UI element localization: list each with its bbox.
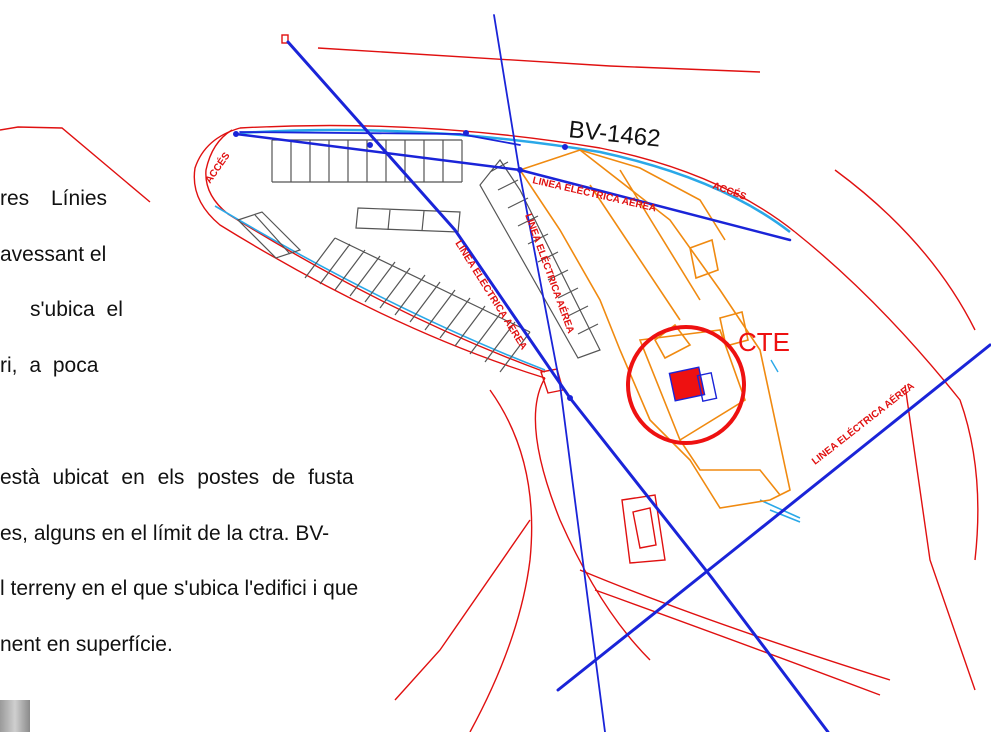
boundary-lines xyxy=(0,34,979,733)
power-lines xyxy=(233,14,991,734)
text-fragment: l terreny en el que s'ubica l'edifici i … xyxy=(0,577,359,600)
road-curve-bottom xyxy=(469,389,533,733)
road-line xyxy=(214,128,801,523)
road-label: BV-1462 xyxy=(567,116,661,152)
power-line-label: LINEA ELÉCTRICA AÉREA xyxy=(531,173,657,214)
text-fragment: es, alguns en el límit de la ctra. BV- xyxy=(0,522,330,545)
text-fragment: s'ubica el xyxy=(30,298,123,321)
access-label: ACCÉS xyxy=(711,179,749,203)
building-annex xyxy=(689,238,719,280)
power-line-vertical xyxy=(493,14,606,733)
text-fragment: avessant el xyxy=(0,243,107,266)
power-line-road xyxy=(239,131,521,146)
top-parking-row xyxy=(271,139,463,183)
road-curve-lower xyxy=(534,377,651,661)
parking-stalls xyxy=(236,139,601,373)
building-core xyxy=(638,329,746,442)
cte-label: CTE xyxy=(738,327,790,357)
lower-road-2 xyxy=(594,589,881,696)
building-outer xyxy=(518,149,791,509)
image-fragment xyxy=(0,700,30,732)
building-lower xyxy=(679,439,781,496)
building-small-room xyxy=(719,311,749,347)
power-line-top-right xyxy=(518,168,792,242)
top-post-marker xyxy=(281,34,289,44)
power-line-sw-ne xyxy=(556,343,991,692)
small-booth xyxy=(632,507,657,549)
right-arc-1 xyxy=(834,169,976,331)
text-fragment: res Línies xyxy=(0,187,108,210)
left-parking-block xyxy=(236,211,302,259)
lower-road-1 xyxy=(579,569,891,681)
power-line-top xyxy=(234,132,522,172)
diagonal-parking-row xyxy=(304,237,531,373)
right-vertical xyxy=(904,384,976,691)
text-fragment: ri, a poca xyxy=(0,354,99,377)
cte-building xyxy=(668,366,706,402)
bottom-left-line xyxy=(394,519,531,701)
text-fragment: nent en superfície. xyxy=(0,633,173,656)
top-boundary-line xyxy=(317,47,761,73)
text-fragment: està ubicat en els postes de fusta xyxy=(0,466,354,489)
cte-circle xyxy=(626,325,746,445)
road-upper-edge xyxy=(239,124,796,233)
right-arc-2 xyxy=(794,231,979,561)
building-interior-1 xyxy=(589,184,681,321)
power-line-label-group: LINEA ELÉCTRICA AÉREA LINEA ELÉCTRICA AÉ… xyxy=(202,149,917,467)
small-booth-outer xyxy=(621,494,666,564)
left-upper-boundary xyxy=(0,126,151,203)
road-outer-edge xyxy=(193,127,546,379)
building-interior-2 xyxy=(619,169,701,301)
power-line-label: LINEA ELÉCTRICA AÉREA xyxy=(809,379,917,467)
cte-marker: CTE xyxy=(626,325,790,445)
